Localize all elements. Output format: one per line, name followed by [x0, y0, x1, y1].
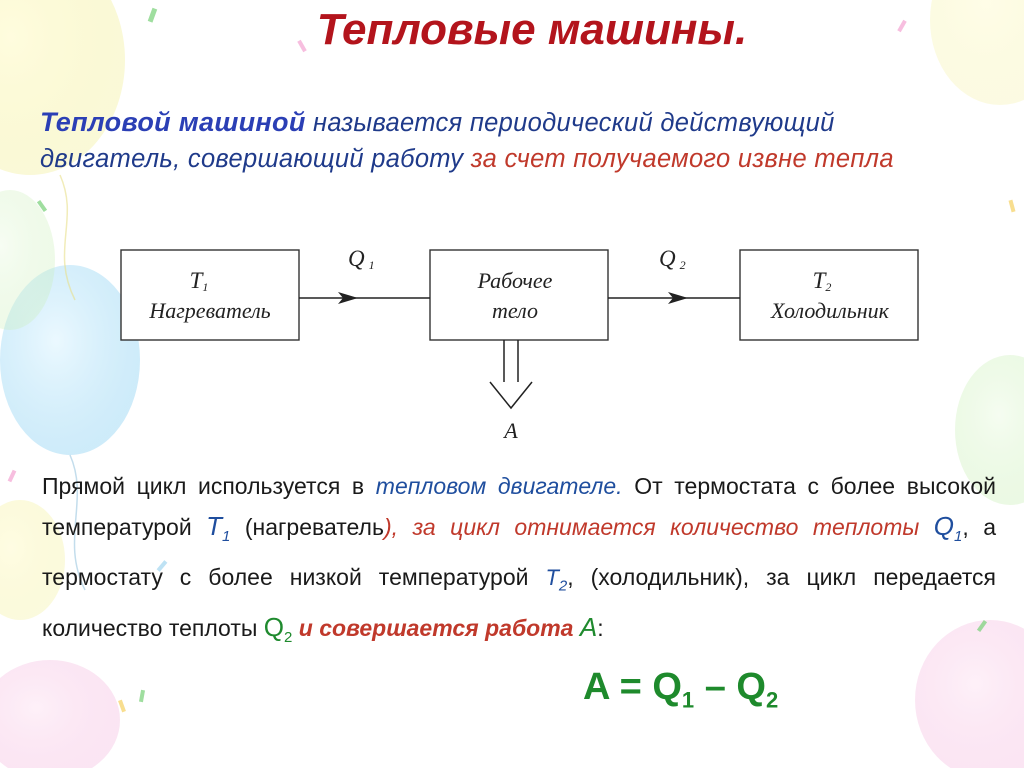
cooler-label: Холодильник	[770, 298, 890, 323]
slide-title: Тепловые машины.	[316, 5, 748, 54]
definition-text: Тепловой машиной называется периодически…	[40, 104, 920, 177]
heater-symbol: T1	[190, 268, 209, 294]
para-q1: Q1	[933, 511, 963, 546]
para-a: A	[579, 611, 598, 642]
work-arrow	[489, 340, 533, 410]
para-taken-heat: ), за цикл отнимается количество теплоты	[383, 514, 934, 540]
definition-term: Тепловой машиной	[40, 107, 306, 137]
arrow-q1-head	[338, 292, 358, 304]
working-body-box	[429, 249, 609, 341]
cooler-box	[739, 249, 919, 341]
para-heater: (нагреватель	[230, 514, 384, 540]
para-heat-engine: тепловом двигателе.	[375, 473, 623, 499]
para-text-3: , а термостату с более низкой температур…	[42, 514, 997, 591]
para-t1: T1	[206, 511, 231, 546]
para-text-1: Прямой цикл используется в	[42, 473, 376, 499]
definition-body: называется периодический действующий дви…	[40, 109, 835, 173]
heater-label: Нагреватель	[148, 298, 270, 323]
para-colon: :	[597, 614, 604, 641]
cooler-symbol: T2	[813, 268, 832, 294]
heater-box	[120, 249, 300, 341]
heat-engine-diagram: T1 Нагреватель Рабочее тело T2 Холодильн…	[120, 246, 919, 443]
para-text-4: , (холодильник), за цикл передается коли…	[42, 564, 996, 641]
cycle-description: Прямой цикл используется в тепловом двиг…	[42, 466, 996, 658]
working-body-line2: тело	[492, 298, 538, 323]
para-q2: Q2	[263, 611, 293, 646]
working-body-line1: Рабочее	[477, 268, 553, 293]
definition-emphasis: за счет получаемого извне тепла	[470, 145, 894, 173]
work-label: A	[502, 418, 518, 443]
arrow-q2-head	[668, 292, 688, 304]
para-work-done: и совершается работа	[292, 614, 580, 641]
para-t2: T2	[545, 565, 568, 595]
work-formula: A = Q1 – Q2	[583, 666, 779, 713]
para-text-2: От термостата с более высокой температур…	[42, 473, 996, 540]
